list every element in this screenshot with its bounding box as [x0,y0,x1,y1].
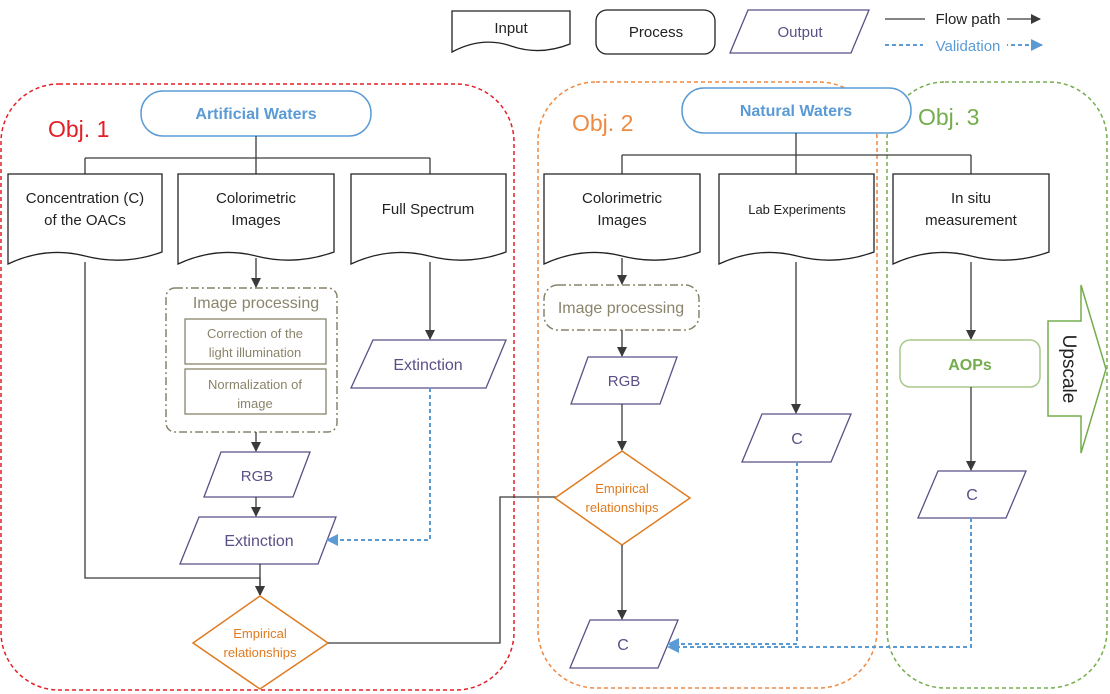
correction-step-line2: light illumination [209,345,302,360]
obj2-label: Obj. 2 [572,110,633,136]
legend-validation-label: Validation [936,38,1001,55]
input-concentration-line1: Concentration (C) [26,190,144,207]
legend-process-shape [595,9,716,55]
extinction-output-main [179,516,337,565]
obj1-label: Obj. 1 [48,116,109,142]
legend-input-label: Input [494,20,528,37]
input-colorimetric-1-line2: Images [231,212,280,229]
legend: Input Process Output Flow path Validatio… [451,8,1043,56]
input-colorimetric-1-line1: Colorimetric [216,190,297,207]
empirical-relationships-2 [553,450,692,546]
c-output-bottom [569,619,679,669]
natural-waters-label: Natural Waters [740,103,852,120]
input-concentration-line2: of the OACs [44,212,126,229]
input-concentration [7,173,163,266]
normalization-step-line1: Normalization of [208,377,302,392]
legend-output-label: Output [777,24,823,41]
upscale-label: Upscale [1058,335,1079,404]
extinction-output-main-label: Extinction [224,533,293,550]
c-output-insitu-label: C [966,487,978,504]
rgb-output-2 [570,356,678,405]
empirical-relationships-2-line1: Empirical [595,481,649,496]
flow-empirical-link [328,496,556,644]
extinction-output-spectrum-label: Extinction [393,357,462,374]
aops-label: AOPs [948,357,992,374]
empirical-relationships-1-line2: relationships [224,645,297,660]
extinction-output-spectrum [349,339,507,389]
empirical-relationships-1-line1: Empirical [233,626,287,641]
c-output-bottom-label: C [617,637,629,654]
input-lab-experiments [718,173,875,266]
image-processing-2-label: Image processing [558,300,684,317]
c-output-insitu [917,470,1027,519]
obj3-container [886,81,1108,689]
input-insitu-line1: In situ [951,190,991,207]
c-output-lab-label: C [791,431,803,448]
c-output-lab [741,413,852,463]
obj1-container [0,83,515,691]
legend-flow-label: Flow path [935,11,1000,28]
input-colorimetric-2-line2: Images [597,212,646,229]
upscale-arrow [1047,284,1107,454]
input-colorimetric-2-line1: Colorimetric [582,190,663,207]
validation-extinction-link [326,388,431,546]
input-colorimetric-1 [177,173,335,266]
empirical-relationships-2-line2: relationships [586,500,659,515]
artificial-waters-label: Artificial Waters [195,106,316,123]
correction-step-line1: Correction of the [207,326,303,341]
rgb-output-1 [203,451,311,498]
validation-lab-to-c [667,462,798,650]
legend-output-shape [729,9,870,54]
input-full-spectrum [350,173,507,266]
image-processing-1-label: Image processing [193,295,319,312]
rgb-output-2-label: RGB [608,373,641,390]
obj3-label: Obj. 3 [918,104,979,130]
correction-step [184,318,327,365]
normalization-step-line2: image [237,396,272,411]
validation-insitu-to-c [667,518,972,653]
rgb-output-1-label: RGB [241,468,274,485]
input-insitu-line2: measurement [925,212,1018,229]
input-lab-experiments-label: Lab Experiments [748,202,846,217]
normalization-step [184,368,327,415]
input-full-spectrum-label: Full Spectrum [382,201,475,218]
legend-input-shape [451,10,571,54]
legend-process-label: Process [629,24,683,41]
input-insitu [892,173,1050,266]
empirical-relationships-1 [191,595,330,690]
aops-process [899,339,1041,388]
input-colorimetric-2 [543,173,701,266]
